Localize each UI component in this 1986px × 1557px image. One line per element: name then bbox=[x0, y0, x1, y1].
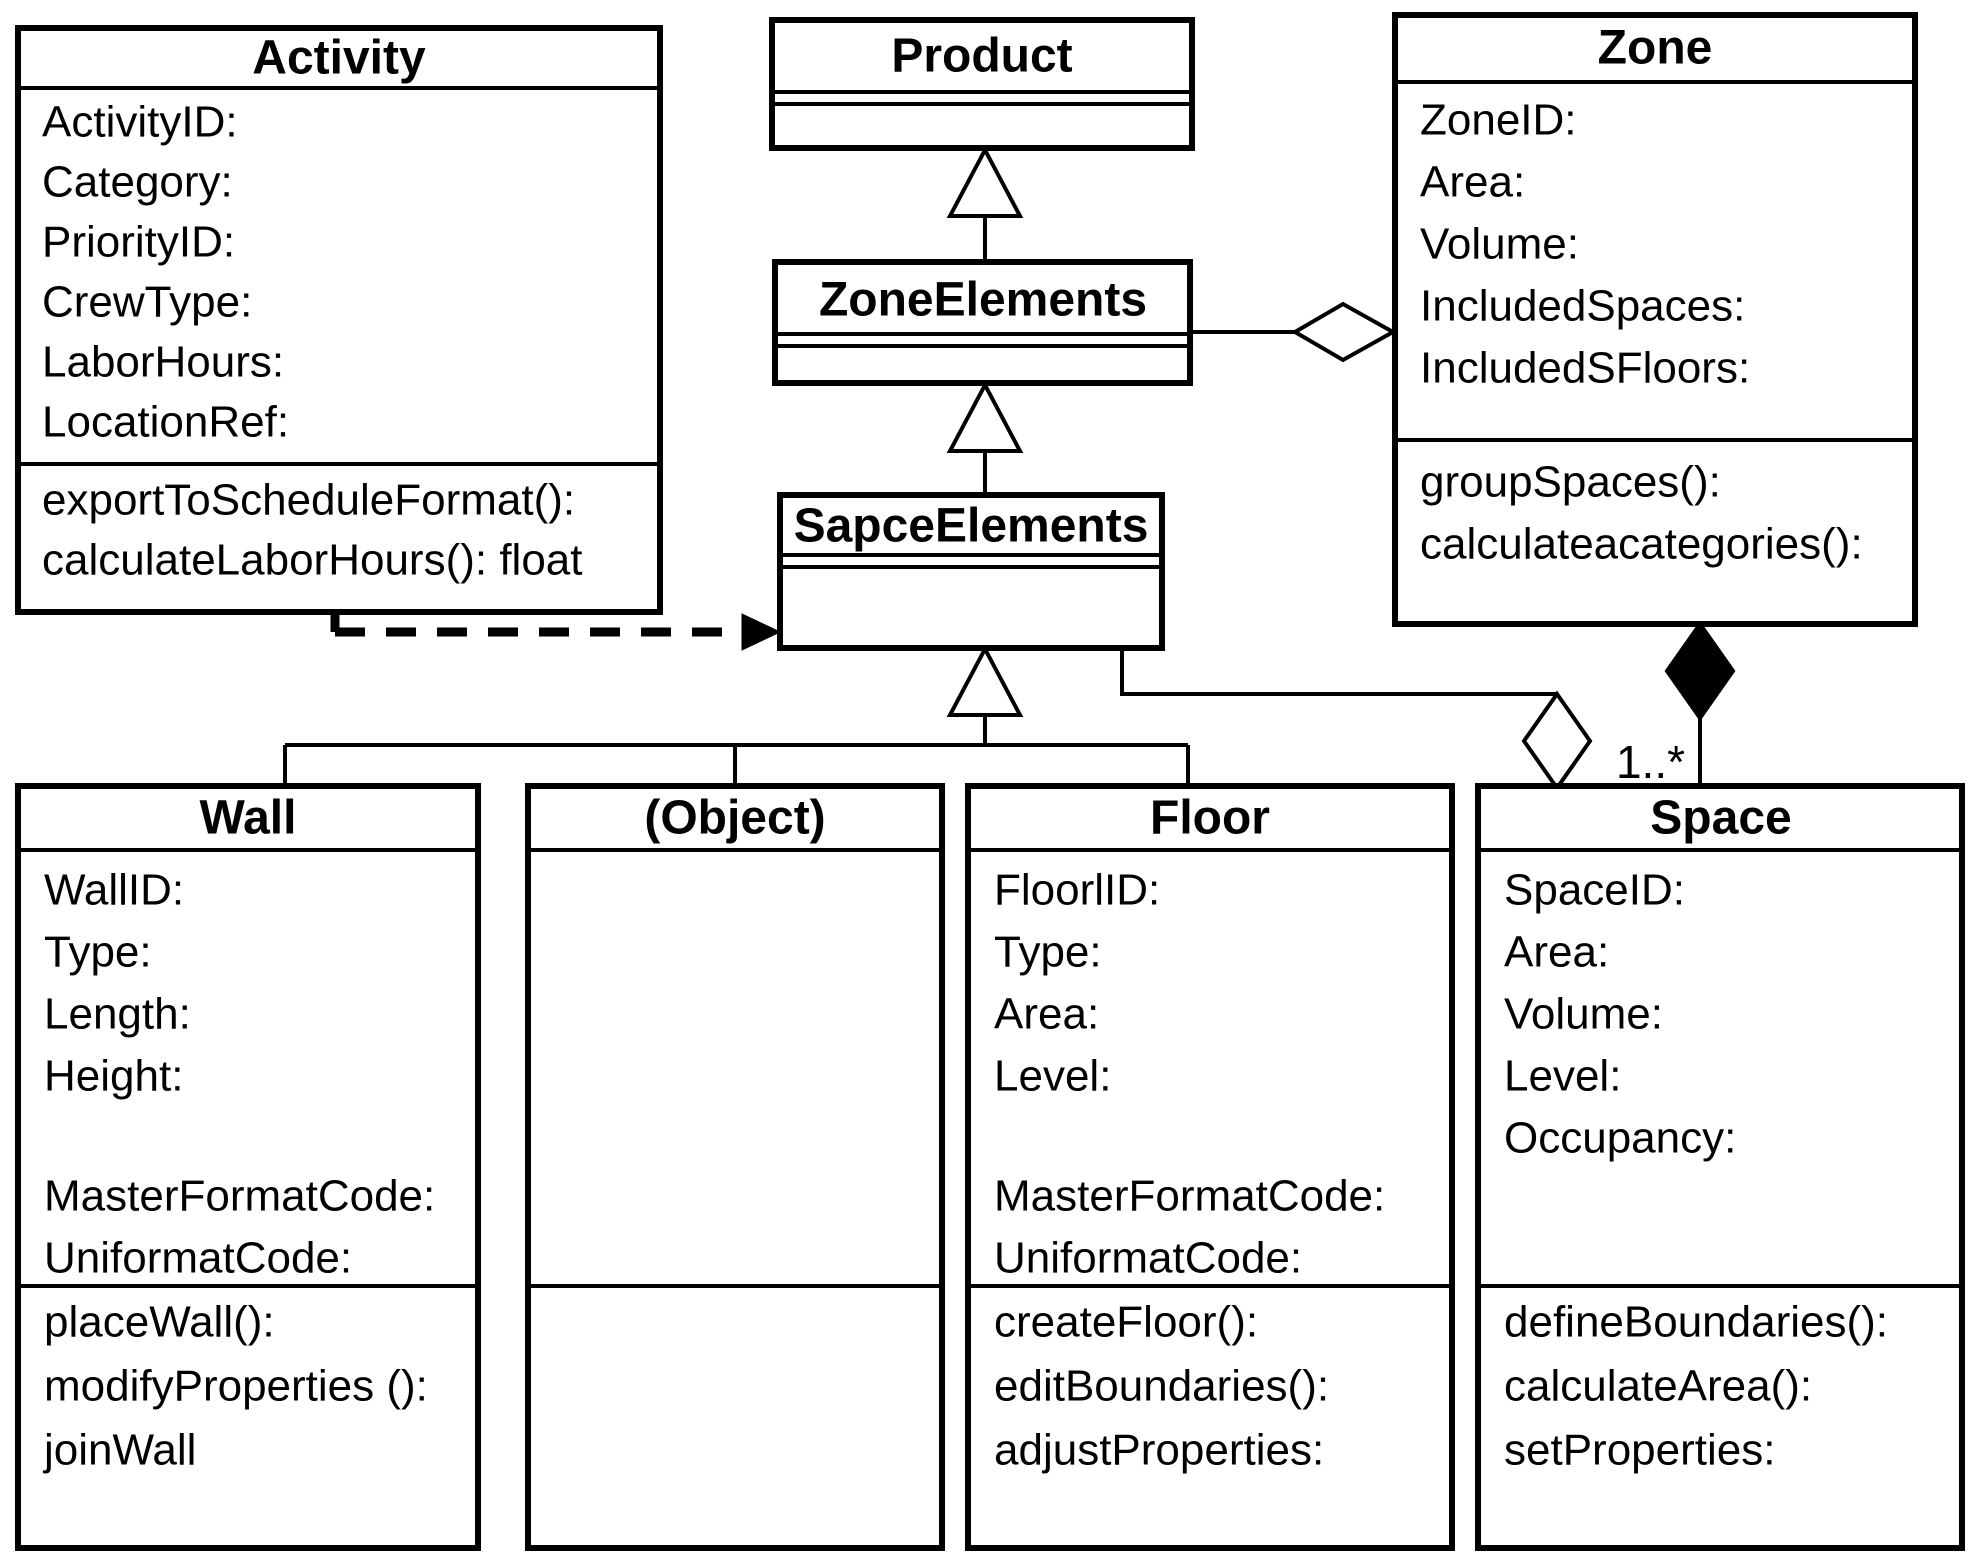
method: calculateLaborHours(): float bbox=[42, 536, 582, 585]
filled-diamond-icon bbox=[1664, 620, 1736, 722]
attribute: Level: bbox=[1504, 1052, 1621, 1101]
attribute: Area: bbox=[1504, 928, 1609, 977]
class-title: Product bbox=[891, 30, 1072, 83]
attribute: Occupancy: bbox=[1504, 1114, 1736, 1163]
method: editBoundaries(): bbox=[994, 1362, 1329, 1411]
class-space: Space SpaceID: Area: Volume: Level: Occu… bbox=[1475, 783, 1965, 1551]
class-floor-box bbox=[965, 783, 1455, 1551]
attribute: CrewType: bbox=[42, 278, 252, 327]
arrowhead-icon bbox=[741, 613, 782, 651]
method: createFloor(): bbox=[994, 1298, 1258, 1347]
class-floor: Floor FloorlID: Type: Area: Level: Maste… bbox=[965, 783, 1455, 1551]
class-sapceelements: SapceElements bbox=[777, 492, 1165, 651]
attribute: LocationRef: bbox=[42, 398, 289, 447]
inheritance-triangle-icon bbox=[946, 644, 1024, 717]
class-object: (Object) bbox=[525, 783, 945, 1551]
class-activity: Activity ActivityID: Category: PriorityI… bbox=[15, 25, 663, 615]
class-title: ZoneElements bbox=[819, 274, 1147, 327]
composition-zone-space: 1..* bbox=[1616, 620, 1736, 788]
class-sapceelements-box bbox=[777, 492, 1165, 651]
hollow-diamond-icon bbox=[1521, 690, 1593, 792]
class-title: Zone bbox=[1598, 22, 1713, 75]
attribute: PriorityID: bbox=[42, 218, 235, 267]
method: groupSpaces(): bbox=[1420, 458, 1721, 507]
attribute: MasterFormatCode: bbox=[44, 1172, 435, 1221]
class-zoneelements-box bbox=[772, 259, 1193, 386]
class-wall: Wall WallID: Type: Length: Height: Maste… bbox=[15, 783, 481, 1551]
aggregation-zoneelements-zone bbox=[1190, 301, 1398, 363]
class-zoneelements: ZoneElements bbox=[772, 259, 1193, 386]
method: modifyProperties (): bbox=[44, 1362, 428, 1411]
attribute: IncludedSFloors: bbox=[1420, 344, 1750, 393]
attribute: Area: bbox=[994, 990, 1099, 1039]
attribute: ZoneID: bbox=[1420, 96, 1577, 145]
hollow-diamond-icon bbox=[1291, 301, 1398, 363]
class-activity-box bbox=[15, 25, 663, 615]
attribute: MasterFormatCode: bbox=[994, 1172, 1385, 1221]
attribute: Area: bbox=[1420, 158, 1525, 207]
class-product-box bbox=[769, 17, 1195, 151]
attribute: ActivityID: bbox=[42, 98, 238, 147]
class-product: Product bbox=[769, 17, 1195, 151]
attribute: UniformatCode: bbox=[994, 1234, 1302, 1283]
inheritance-sapceelements-to-zoneelements bbox=[946, 380, 1024, 495]
attribute: Volume: bbox=[1420, 220, 1579, 269]
class-title: Floor bbox=[1150, 792, 1270, 845]
attribute: Volume: bbox=[1504, 990, 1663, 1039]
method: exportToScheduleFormat(): bbox=[42, 476, 575, 525]
dependency-activity-to-sapceelements bbox=[330, 610, 782, 651]
class-space-box bbox=[1475, 783, 1965, 1551]
attribute: WallID: bbox=[44, 866, 184, 915]
aggregation-line bbox=[1120, 648, 1557, 696]
class-zone-box bbox=[1392, 12, 1918, 627]
inheritance-triangle-icon bbox=[946, 145, 1024, 218]
attribute: Category: bbox=[42, 158, 233, 207]
class-title: Activity bbox=[252, 32, 426, 85]
method: calculateArea(): bbox=[1504, 1362, 1812, 1411]
method: defineBoundaries(): bbox=[1504, 1298, 1888, 1347]
method: adjustProperties: bbox=[994, 1426, 1324, 1475]
inheritance-triangle-icon bbox=[946, 380, 1024, 453]
attribute: UniformatCode: bbox=[44, 1234, 352, 1283]
attribute: SpaceID: bbox=[1504, 866, 1685, 915]
method: calculateacategories(): bbox=[1420, 520, 1863, 569]
class-zone: Zone ZoneID: Area: Volume: IncludedSpace… bbox=[1392, 12, 1918, 627]
attribute: Type: bbox=[994, 928, 1102, 977]
class-title: SapceElements bbox=[794, 500, 1149, 553]
class-wall-box bbox=[15, 783, 481, 1551]
inheritance-zoneelements-to-product bbox=[946, 145, 1024, 262]
method: setProperties: bbox=[1504, 1426, 1775, 1475]
attribute: FloorlID: bbox=[994, 866, 1160, 915]
class-object-box bbox=[525, 783, 945, 1551]
method: placeWall(): bbox=[44, 1298, 275, 1347]
attribute: Type: bbox=[44, 928, 152, 977]
class-title: Space bbox=[1650, 792, 1791, 845]
class-title: Wall bbox=[200, 792, 297, 845]
inheritance-bottomrow-to-sapceelements bbox=[283, 644, 1190, 786]
attribute: IncludedSpaces: bbox=[1420, 282, 1745, 331]
method: joinWall bbox=[42, 1426, 196, 1475]
attribute: LaborHours: bbox=[42, 338, 284, 387]
attribute: Length: bbox=[44, 990, 191, 1039]
attribute: Level: bbox=[994, 1052, 1111, 1101]
aggregation-sapceelements-space bbox=[1120, 648, 1593, 792]
attribute: Height: bbox=[44, 1052, 183, 1101]
class-title: (Object) bbox=[644, 792, 825, 845]
multiplicity-label: 1..* bbox=[1616, 736, 1685, 788]
